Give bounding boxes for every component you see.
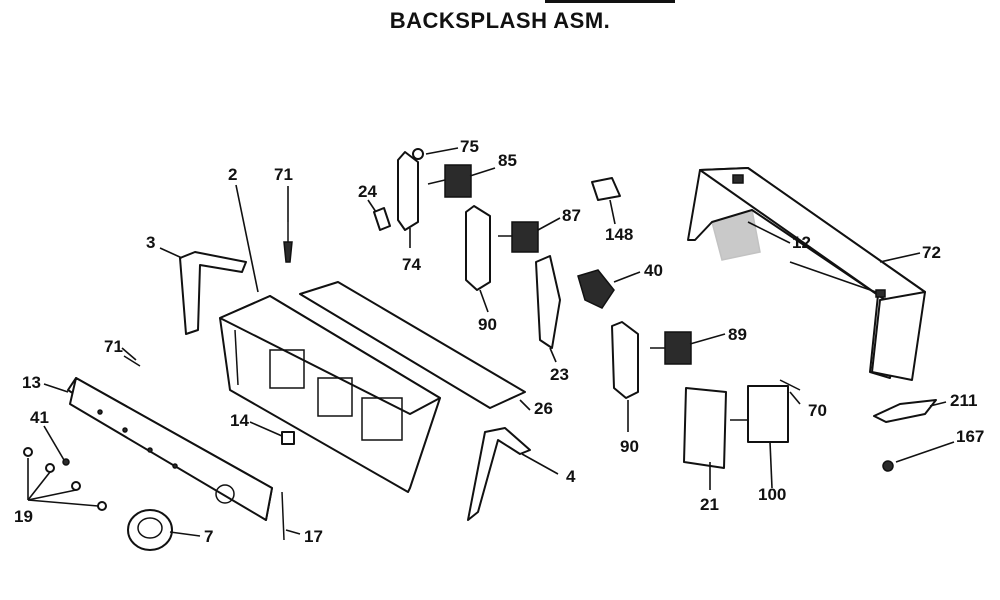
part-71-screw-upper [283, 222, 293, 263]
callout-90-upper: 90 [478, 315, 497, 334]
part-3-end-bracket [179, 251, 247, 335]
callout-40: 40 [644, 261, 663, 280]
callout-72: 72 [922, 243, 941, 262]
callout-3: 3 [146, 233, 155, 252]
part-14-clip [281, 431, 295, 445]
callout-12: 12 [792, 233, 811, 252]
part-26-trim-strip [299, 281, 526, 409]
part-71-screw-lower [123, 355, 141, 367]
callout-21: 21 [700, 495, 719, 514]
part-40-switch [577, 269, 615, 309]
part-13-control-panel [67, 377, 273, 521]
part-148-lamp-holder [591, 177, 621, 201]
callout-85: 85 [498, 151, 517, 170]
callout-14: 14 [230, 411, 249, 430]
cropped-heading-fragment [545, 0, 675, 3]
callout-100: 100 [758, 485, 786, 504]
part-2-backsplash-panel [219, 295, 441, 493]
callout-167: 167 [956, 427, 984, 446]
callout-89: 89 [728, 325, 747, 344]
callout-74: 74 [402, 255, 421, 274]
part-167-foot [882, 460, 894, 472]
callout-71-lower: 71 [104, 337, 123, 356]
part-24-clip [373, 207, 391, 231]
callout-26: 26 [534, 399, 553, 418]
part-90-bracket-lower [611, 321, 639, 399]
part-85-switch [427, 164, 472, 198]
callout-71-upper: 71 [274, 165, 293, 184]
part-7-knob [127, 509, 173, 551]
callout-labels: 2 71 24 75 85 87 148 12 72 3 74 40 90 23… [14, 137, 984, 546]
part-70-screw [779, 379, 801, 391]
callout-4: 4 [566, 467, 576, 486]
callout-148: 148 [605, 225, 633, 244]
part-100-timer [730, 385, 789, 443]
part-23-plate [535, 255, 561, 349]
part-41-spring [62, 458, 70, 466]
callout-211: 211 [950, 391, 977, 410]
diagram-title: BACKSPLASH ASM. [389, 8, 611, 33]
callout-70: 70 [808, 401, 827, 420]
callout-17: 17 [304, 527, 323, 546]
part-90-bracket-upper [465, 205, 491, 291]
part-87-switch [498, 221, 539, 253]
callout-13: 13 [22, 373, 41, 392]
callout-75: 75 [460, 137, 479, 156]
part-211-bracket [873, 399, 937, 423]
part-75-screw [412, 148, 424, 160]
callout-19: 19 [14, 507, 33, 526]
part-89-switch [650, 331, 692, 365]
callout-23: 23 [550, 365, 569, 384]
part-74-switch-bracket [397, 151, 419, 231]
callout-2: 2 [228, 165, 237, 184]
part-17-wire-harness [281, 491, 285, 541]
callout-41: 41 [30, 408, 49, 427]
callout-90-lower: 90 [620, 437, 639, 456]
callout-7: 7 [204, 527, 213, 546]
part-4-end-bracket [467, 427, 531, 521]
part-21-circuit-board [683, 387, 727, 469]
leader-lines [27, 147, 955, 537]
part-72-top-cover [687, 167, 926, 381]
callout-24: 24 [358, 182, 377, 201]
callout-87: 87 [562, 206, 581, 225]
